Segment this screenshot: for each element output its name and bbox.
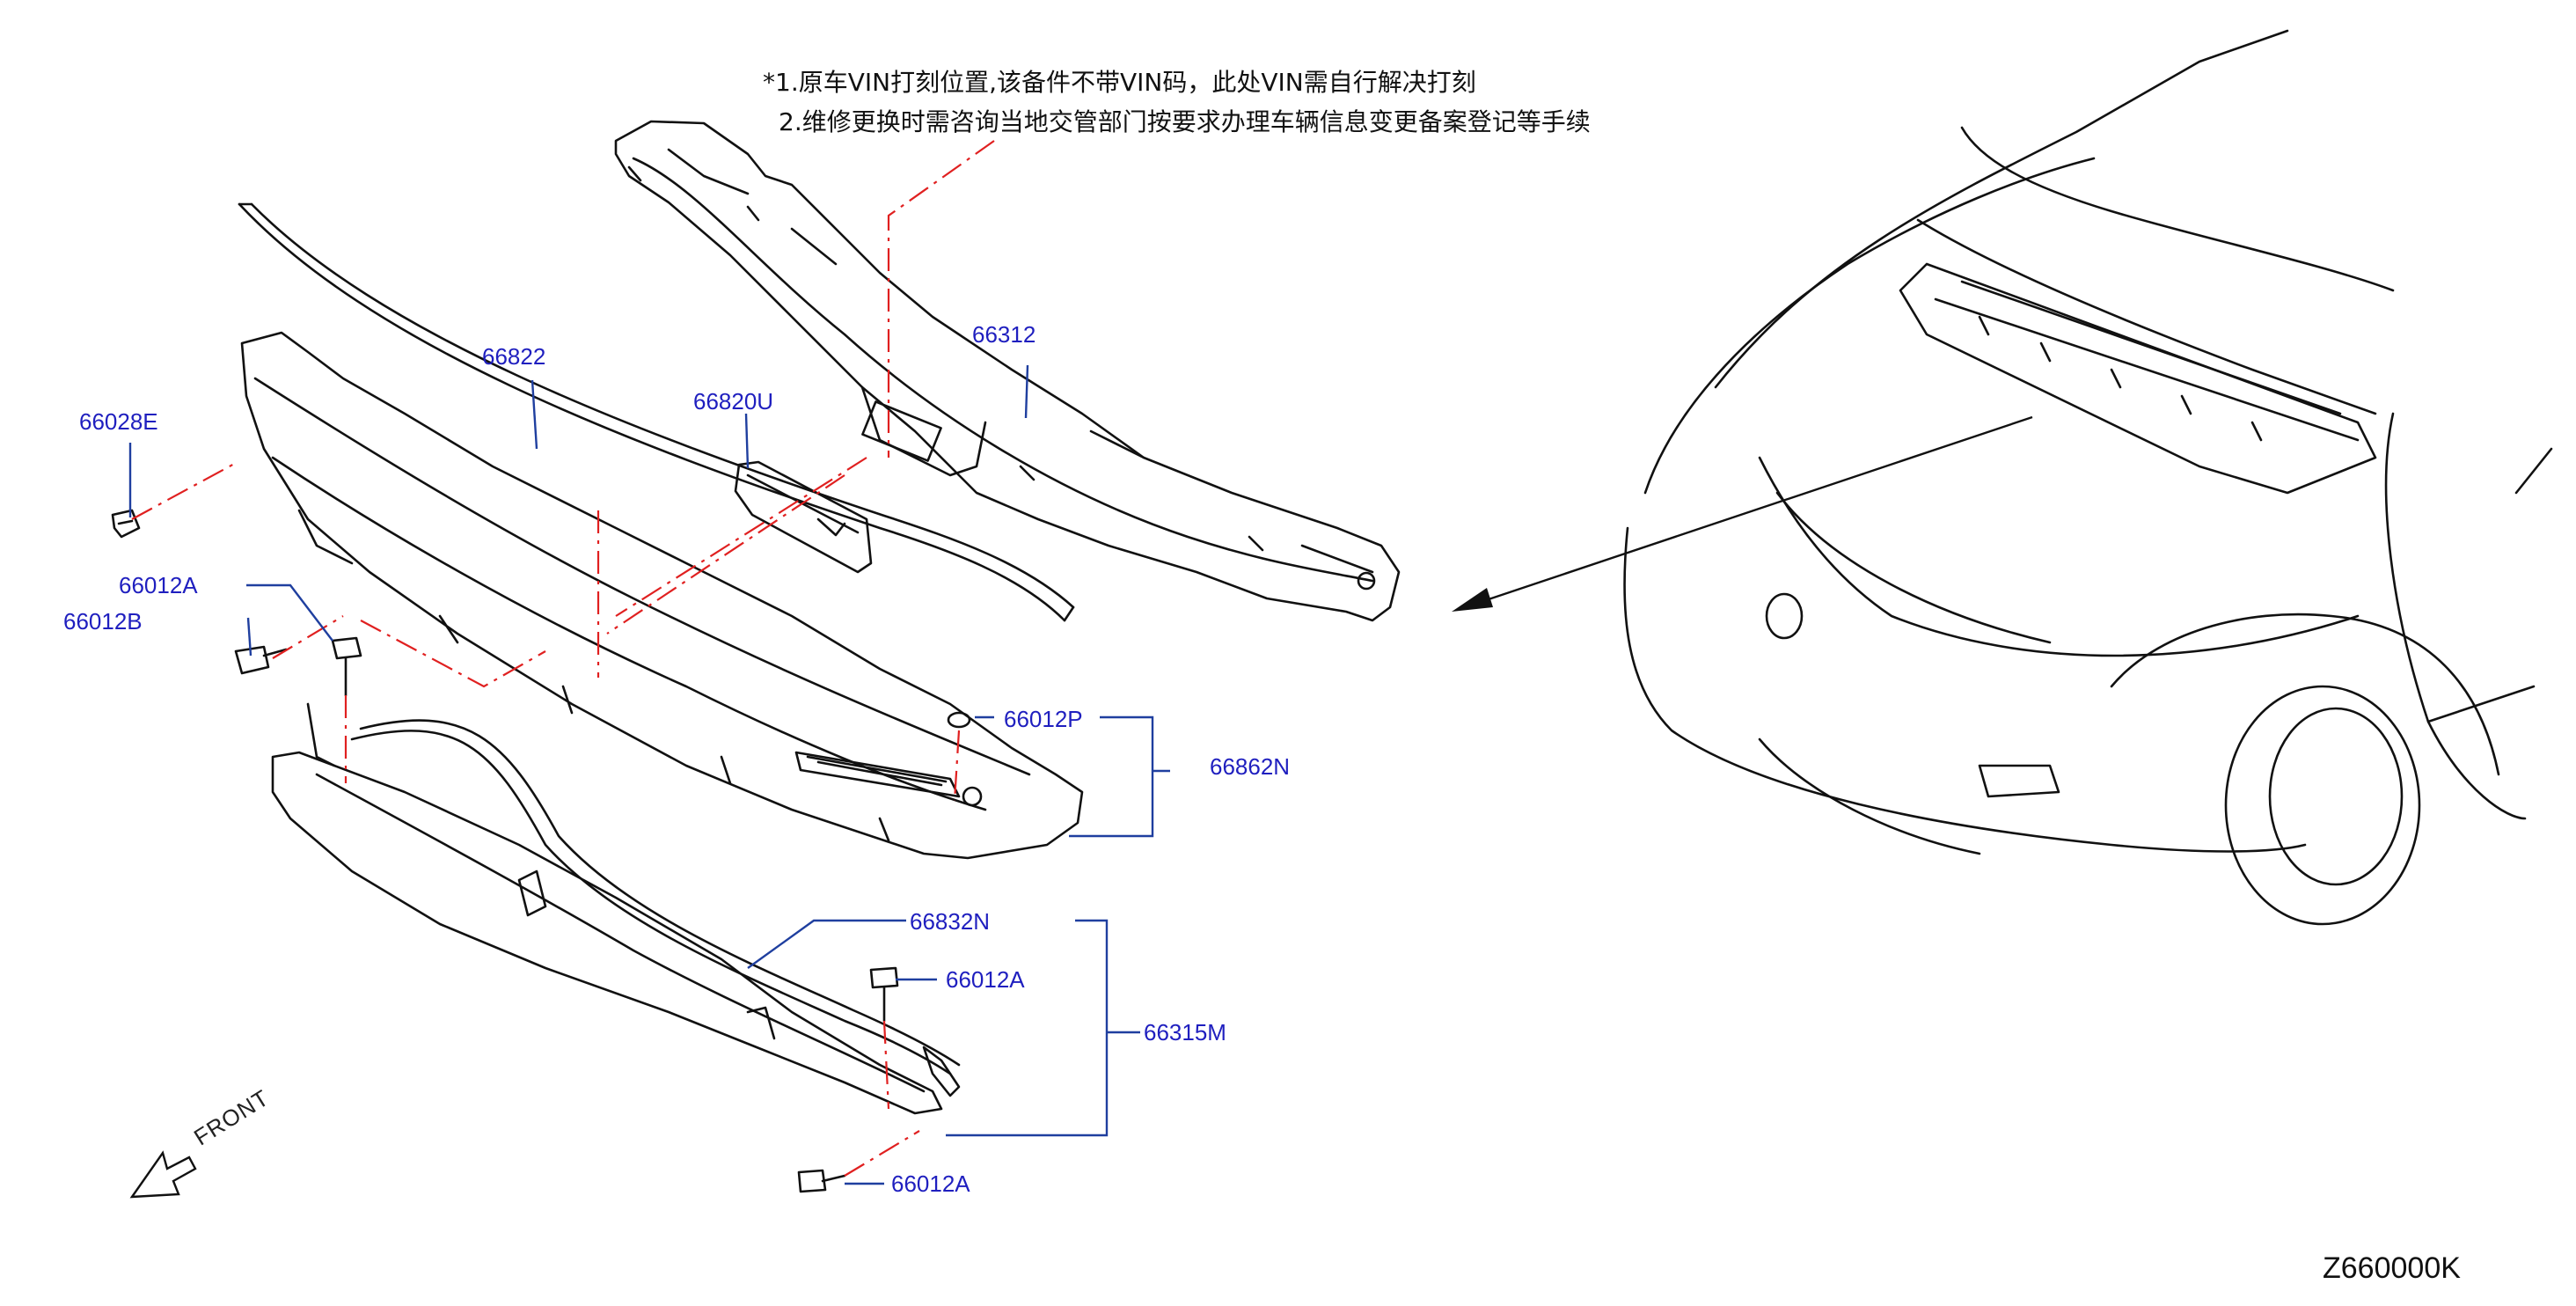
grommet-66012P xyxy=(948,713,970,727)
part-label-66312[interactable]: 66312 xyxy=(972,321,1036,348)
bolt-66012A-3 xyxy=(799,1170,845,1192)
part-label-66862N[interactable]: 66862N xyxy=(1210,753,1291,780)
cowl-brace-66315M xyxy=(273,704,959,1113)
detail-arrow xyxy=(1452,417,2032,612)
front-arrow-icon xyxy=(132,1153,195,1197)
part-label-66820U[interactable]: 66820U xyxy=(693,388,774,415)
vehicle-overview xyxy=(1625,31,2551,924)
clip-66028E xyxy=(113,510,139,537)
part-label-66012A-3[interactable]: 66012A xyxy=(891,1170,970,1197)
cowl-top-66862N xyxy=(242,333,1082,858)
part-label-66832N[interactable]: 66832N xyxy=(910,908,991,935)
part-label-66012A-1[interactable]: 66012A xyxy=(119,572,198,598)
part-label-66822[interactable]: 66822 xyxy=(482,343,546,370)
part-label-66315M[interactable]: 66315M xyxy=(1144,1019,1226,1046)
assembly-centerlines xyxy=(132,141,994,1176)
leader-lines xyxy=(130,365,1170,1184)
part-label-66012P[interactable]: 66012P xyxy=(1004,706,1083,732)
vin-cover-66820U xyxy=(735,462,871,572)
bolt-66012A-2 xyxy=(871,968,897,1021)
note-line-1: *1.原车VIN打刻位置,该备件不带VIN码，此处VIN需自行解决打刻 xyxy=(763,68,1476,97)
dash-upper-panel-66312 xyxy=(616,121,1399,620)
diagram-code: Z660000K xyxy=(2323,1251,2461,1285)
bolt-66012A-1 xyxy=(333,638,361,695)
bolt-66012B xyxy=(236,647,286,673)
part-label-66012B[interactable]: 66012B xyxy=(63,608,143,635)
part-label-66028E[interactable]: 66028E xyxy=(79,408,158,435)
part-label-66012A-2[interactable]: 66012A xyxy=(946,966,1025,993)
cowl-seal-66822 xyxy=(239,204,1073,620)
note-line-2: 2.维修更换时需咨询当地交管部门按要求办理车辆信息变更备案登记等手续 xyxy=(779,107,1591,136)
